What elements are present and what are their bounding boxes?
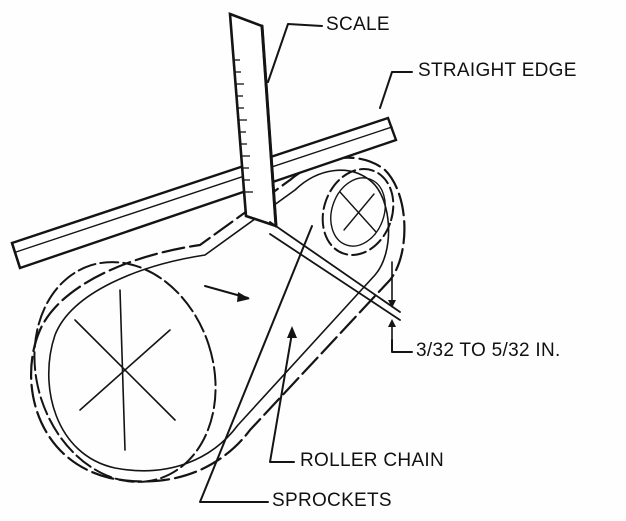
label-straight-edge: STRAIGHT EDGE	[418, 60, 577, 81]
label-scale: SCALE	[326, 14, 390, 35]
label-sprockets: SPROCKETS	[272, 490, 392, 511]
label-roller-chain: ROLLER CHAIN	[300, 450, 445, 471]
small-sprocket	[321, 168, 395, 256]
label-deflection: 3/32 TO 5/32 IN.	[416, 340, 561, 361]
leader-lines	[199, 23, 413, 503]
deflection-lines	[269, 221, 401, 341]
large-sprocket	[33, 261, 217, 483]
roller-chain	[29, 156, 406, 483]
